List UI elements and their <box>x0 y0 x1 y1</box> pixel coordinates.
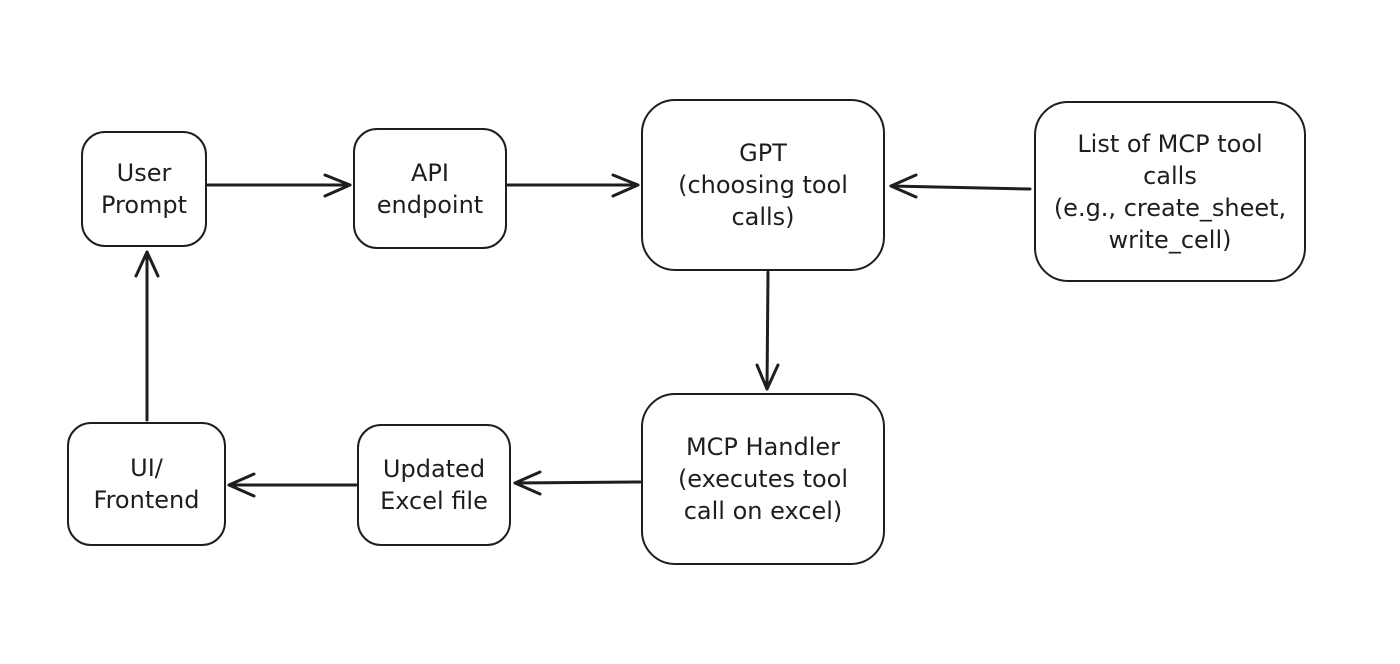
edge-gpt-to-mcp-handler <box>755 270 780 391</box>
ui-frontend-label: UI/ Frontend <box>93 454 200 514</box>
edge-mcp-handler-to-updated-excel <box>513 470 642 496</box>
ui-frontend-node: UI/ Frontend <box>67 422 226 546</box>
gpt-label: GPT (choosing tool calls) <box>678 139 848 231</box>
updated-excel-file-node: Updated Excel file <box>357 424 511 546</box>
mcp-tool-list-node: List of MCP tool calls (e.g., create_she… <box>1034 101 1306 282</box>
user-prompt-node: User Prompt <box>81 131 207 247</box>
edge-tool-list-to-gpt <box>889 173 1032 199</box>
edge-updated-excel-to-ui-frontend <box>227 472 358 498</box>
api-endpoint-node: API endpoint <box>353 128 507 249</box>
mcp-tool-list-label: List of MCP tool calls (e.g., create_she… <box>1053 129 1287 254</box>
updated-excel-file-label: Updated Excel file <box>380 455 488 515</box>
mcp-handler-node: MCP Handler (executes tool call on excel… <box>641 393 885 565</box>
edge-user-prompt-to-api-endpoint <box>206 173 352 198</box>
user-prompt-label: User Prompt <box>100 159 188 219</box>
edge-api-endpoint-to-gpt <box>506 173 640 198</box>
api-endpoint-label: API endpoint <box>376 158 484 219</box>
mcp-handler-label: MCP Handler (executes tool call on excel… <box>677 433 849 525</box>
edge-ui-frontend-to-user-prompt <box>134 250 160 422</box>
gpt-node: GPT (choosing tool calls) <box>641 99 885 271</box>
